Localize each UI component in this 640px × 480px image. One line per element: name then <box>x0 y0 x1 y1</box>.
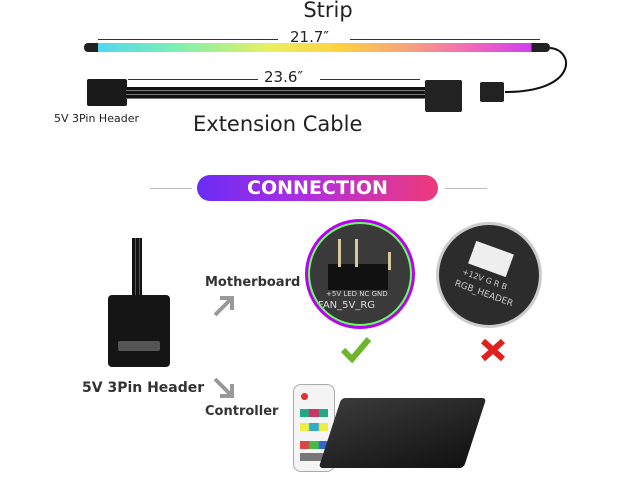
extension-title: Extension Cable <box>193 112 363 136</box>
remote-control <box>293 384 335 472</box>
pin-labels: +5V LED NC GND <box>326 290 388 298</box>
header-label: 5V 3Pin Header <box>82 380 205 396</box>
header-cable <box>132 238 142 298</box>
dimension-arrow <box>320 79 420 80</box>
board-silkscreen: FAN_5V_RG <box>318 300 376 311</box>
led-strip <box>84 43 550 52</box>
rgb-controller-hub <box>318 398 487 468</box>
12v-header-photo: +12V G R B RGB_HEADER <box>436 222 542 328</box>
controller-label: Controller <box>205 404 279 419</box>
header-connector <box>108 295 170 367</box>
strip-length: 21.7″ <box>290 28 330 46</box>
strip-title: Strip <box>303 0 353 22</box>
strip-wire <box>504 47 567 93</box>
5v-header-photo: +5V LED NC GND FAN_5V_RG <box>308 222 412 326</box>
divider <box>445 188 487 189</box>
female-connector <box>87 79 127 106</box>
male-connector <box>425 80 462 112</box>
dimension-arrow <box>350 39 540 40</box>
divider <box>150 188 192 189</box>
arrow-down-right-icon <box>213 377 234 398</box>
connection-banner: CONNECTION <box>197 175 438 201</box>
check-icon <box>340 337 372 363</box>
motherboard-label: Motherboard <box>205 275 301 290</box>
dimension-arrow <box>98 39 278 40</box>
cable-length: 23.6″ <box>264 68 304 86</box>
strip-connector <box>480 82 504 102</box>
dimension-arrow <box>128 79 258 80</box>
cross-icon <box>480 338 506 362</box>
extension-cable <box>126 87 426 99</box>
header-label: 5V 3Pin Header <box>54 112 139 125</box>
arrow-up-right-icon <box>213 296 234 317</box>
